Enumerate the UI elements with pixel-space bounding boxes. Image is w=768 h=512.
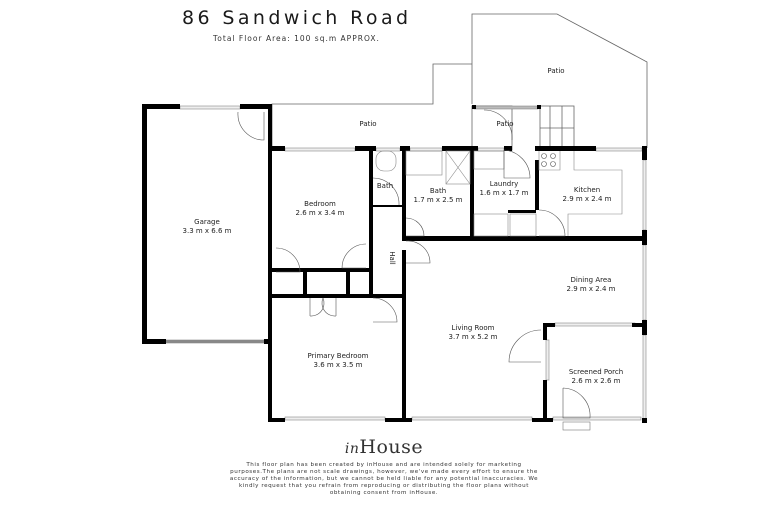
label-garage: Garage bbox=[194, 218, 220, 226]
label-kitchen: Kitchen bbox=[574, 186, 600, 194]
label-patio-right: Patio bbox=[547, 67, 564, 75]
label-dining-size: 2.9 m x 2.4 m bbox=[567, 285, 616, 293]
page-title: 86 Sandwich Road bbox=[182, 7, 412, 29]
patio-outlines bbox=[271, 13, 648, 151]
label-primary-bedroom-size: 3.6 m x 3.5 m bbox=[314, 361, 363, 369]
label-kitchen-size: 2.9 m x 2.4 m bbox=[563, 195, 612, 203]
label-laundry-size: 1.6 m x 1.7 m bbox=[480, 189, 529, 197]
label-bedroom: Bedroom bbox=[304, 200, 336, 208]
logo-main: House bbox=[359, 436, 424, 458]
window bbox=[473, 105, 539, 110]
stovetop bbox=[541, 153, 556, 167]
label-living: Living Room bbox=[452, 324, 495, 332]
interior-lines bbox=[375, 150, 623, 237]
label-dining: Dining Area bbox=[571, 276, 612, 284]
label-bath-small: Bath bbox=[377, 182, 393, 190]
label-patio-left: Patio bbox=[359, 120, 376, 128]
label-bath: Bath bbox=[430, 187, 446, 195]
label-bath-size: 1.7 m x 2.5 m bbox=[414, 196, 463, 204]
floor-area-subtitle: Total Floor Area: 100 sq.m APPROX. bbox=[213, 34, 380, 43]
label-laundry: Laundry bbox=[490, 180, 519, 188]
label-living-size: 3.7 m x 5.2 m bbox=[449, 333, 498, 341]
disclaimer-text: This floor plan has been created by inHo… bbox=[229, 462, 539, 496]
door-swings bbox=[237, 109, 591, 419]
label-hall: Hall bbox=[388, 251, 396, 264]
room-labels: Patio Patio Patio Garage 3.3 m x 6.6 m B… bbox=[183, 67, 624, 385]
logo-prefix: in bbox=[344, 441, 360, 457]
label-garage-size: 3.3 m x 6.6 m bbox=[183, 227, 232, 235]
walls bbox=[142, 104, 647, 423]
label-screened-porch-size: 2.6 m x 2.6 m bbox=[572, 377, 621, 385]
label-patio-small: Patio bbox=[496, 120, 513, 128]
label-screened-porch: Screened Porch bbox=[569, 368, 623, 376]
label-bedroom-size: 2.6 m x 3.4 m bbox=[296, 209, 345, 217]
inhouse-logo: inHouse bbox=[0, 436, 768, 458]
label-primary-bedroom: Primary Bedroom bbox=[308, 352, 369, 360]
